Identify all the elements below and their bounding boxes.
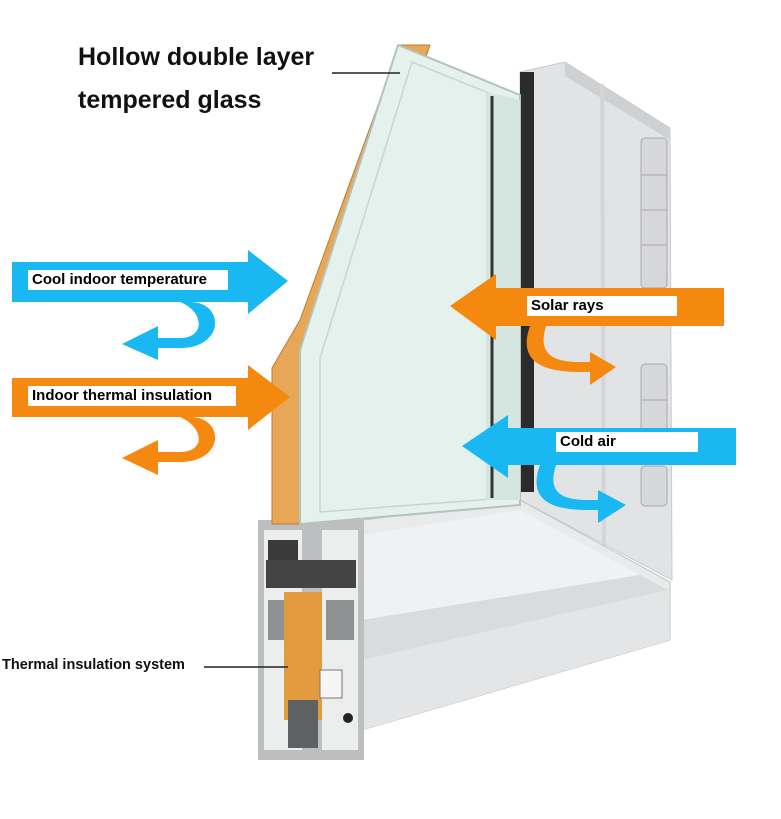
- label-cool-indoor: Cool indoor temperature: [28, 270, 228, 290]
- label-thermal-system: Thermal insulation system: [2, 657, 185, 673]
- label-solar-rays: Solar rays: [527, 296, 677, 316]
- title-line-1: Hollow double layer: [78, 43, 315, 71]
- thermal-break-strip: [284, 592, 322, 720]
- title-line-2: tempered glass: [78, 86, 262, 114]
- hinge-bottom: [640, 465, 668, 507]
- indoor-insulation-arrow: [12, 365, 290, 475]
- label-cold-air: Cold air: [556, 432, 698, 452]
- glazing-bead-seal: [266, 560, 356, 588]
- hinge-top: [640, 137, 668, 289]
- rubber-seal: [520, 72, 534, 492]
- cool-indoor-arrow: [12, 250, 288, 360]
- label-indoor-insulation: Indoor thermal insulation: [28, 386, 236, 406]
- hinge-middle: [640, 363, 668, 437]
- title: Hollow double layer tempered glass: [78, 36, 314, 122]
